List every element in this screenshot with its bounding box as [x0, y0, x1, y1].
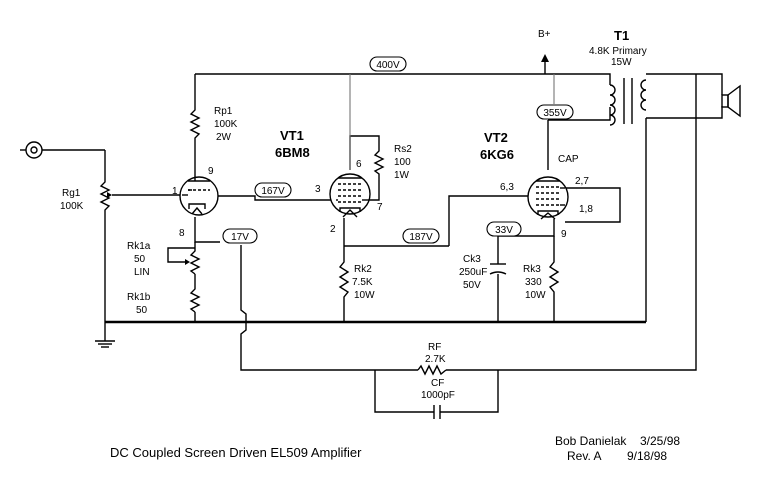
rk1a-note: LIN	[134, 267, 150, 278]
voltage-33v: 33V	[495, 225, 513, 236]
voltage-17v: 17V	[231, 232, 249, 243]
voltage-bubble-187v	[402, 228, 440, 244]
vt2-cap-label: CAP	[558, 154, 579, 165]
rf-value: 2.7K	[425, 354, 446, 365]
voltage-167v: 167V	[261, 186, 285, 197]
rf-resistor	[417, 364, 447, 376]
voltage-bubble-17v	[222, 228, 258, 244]
rp1-rating: 2W	[216, 132, 232, 143]
rg1-wiper	[107, 192, 112, 198]
rg1-resistor	[99, 178, 111, 212]
vt2-tube	[527, 176, 569, 220]
pin-vt1-pentode-screen: 6	[356, 159, 362, 170]
vt1-triode	[179, 176, 219, 216]
vt2-type: 6KG6	[480, 147, 514, 162]
pin-vt2-screen: 2,7	[575, 176, 589, 187]
ground-symbol	[95, 322, 115, 348]
voltage-bubble-400v	[369, 56, 407, 72]
rk3-rating: 10W	[525, 290, 546, 301]
transformer-primary: 4.8K Primary	[589, 46, 647, 57]
rp1-ref: Rp1	[214, 106, 233, 117]
pin-vt2-suppressor: 1,8	[579, 204, 593, 215]
rk1b-resistor	[189, 286, 201, 313]
pin-vt1-pentode-grid: 3	[315, 184, 321, 195]
rk2-resistor	[338, 258, 350, 302]
rk1a-resistor	[189, 248, 201, 275]
author-name: Bob Danielak	[555, 434, 627, 448]
rf-ref: RF	[428, 342, 441, 353]
rk1a-ref: Rk1a	[127, 241, 151, 252]
rp1-value: 100K	[214, 119, 238, 130]
vt1-type: 6BM8	[275, 145, 310, 160]
pin-vt2-grid: 6,3	[500, 182, 514, 193]
voltage-bubble-355v	[536, 104, 574, 120]
rs2-rating: 1W	[394, 170, 410, 181]
rk3-resistor	[548, 258, 560, 294]
voltage-bubble-167v	[254, 182, 292, 198]
voltage-187v: 187V	[409, 232, 433, 243]
rk1a-wiper	[185, 259, 190, 265]
ck3-value: 250uF	[459, 267, 487, 278]
pin-vt1-grid-triode: 1	[172, 186, 178, 197]
pin-vt1-pentode-plate: 2	[330, 224, 336, 235]
output-transformer	[609, 78, 647, 126]
input-jack	[20, 141, 43, 159]
rs2-resistor	[373, 148, 385, 176]
rk3-ref: Rk3	[523, 264, 541, 275]
wiring	[42, 60, 723, 413]
supply-arrow	[541, 54, 549, 62]
pin-vt1-plate-triode: 9	[208, 166, 214, 177]
ck3-ref: Ck3	[463, 254, 481, 265]
revision-date: 9/18/98	[627, 449, 667, 463]
rk1b-ref: Rk1b	[127, 292, 151, 303]
speaker	[721, 84, 741, 118]
vt1-pentode	[329, 173, 371, 218]
supply-label: B+	[538, 29, 551, 40]
transformer-power: 15W	[611, 57, 632, 68]
diagram-title: DC Coupled Screen Driven EL509 Amplifier	[110, 445, 362, 460]
rk1b-value: 50	[136, 305, 148, 316]
voltage-355v: 355V	[543, 108, 567, 119]
rp1-resistor	[189, 106, 201, 140]
pin-vt1-pentode-suppressor: 7	[377, 202, 383, 213]
rs2-ref: Rs2	[394, 144, 412, 155]
rk2-value: 7.5K	[352, 277, 373, 288]
voltage-400v: 400V	[376, 60, 400, 71]
rg1-ref: Rg1	[62, 188, 81, 199]
cf-value: 1000pF	[421, 390, 455, 401]
rk2-ref: Rk2	[354, 264, 372, 275]
vt2-ref: VT2	[484, 130, 508, 145]
pin-vt2-cathode: 9	[561, 229, 567, 240]
voltage-bubble-33v	[486, 221, 522, 237]
ck3-capacitor	[489, 263, 507, 275]
rg1-value: 100K	[60, 201, 84, 212]
pin-vt1-cathode-triode: 8	[179, 228, 185, 239]
transformer-ref: T1	[614, 28, 629, 43]
voltage-markers: 400V 355V 167V 187V 17V 33V	[222, 56, 574, 244]
ck3-rating: 50V	[463, 280, 481, 291]
rk1a-value: 50	[134, 254, 146, 265]
author-date: 3/25/98	[640, 434, 680, 448]
revision-label: Rev. A	[567, 449, 601, 463]
cf-ref: CF	[431, 378, 444, 389]
rk3-value: 330	[525, 277, 542, 288]
vt1-ref: VT1	[280, 128, 304, 143]
rs2-value: 100	[394, 157, 411, 168]
cf-capacitor	[433, 405, 441, 419]
rk2-rating: 10W	[354, 290, 375, 301]
